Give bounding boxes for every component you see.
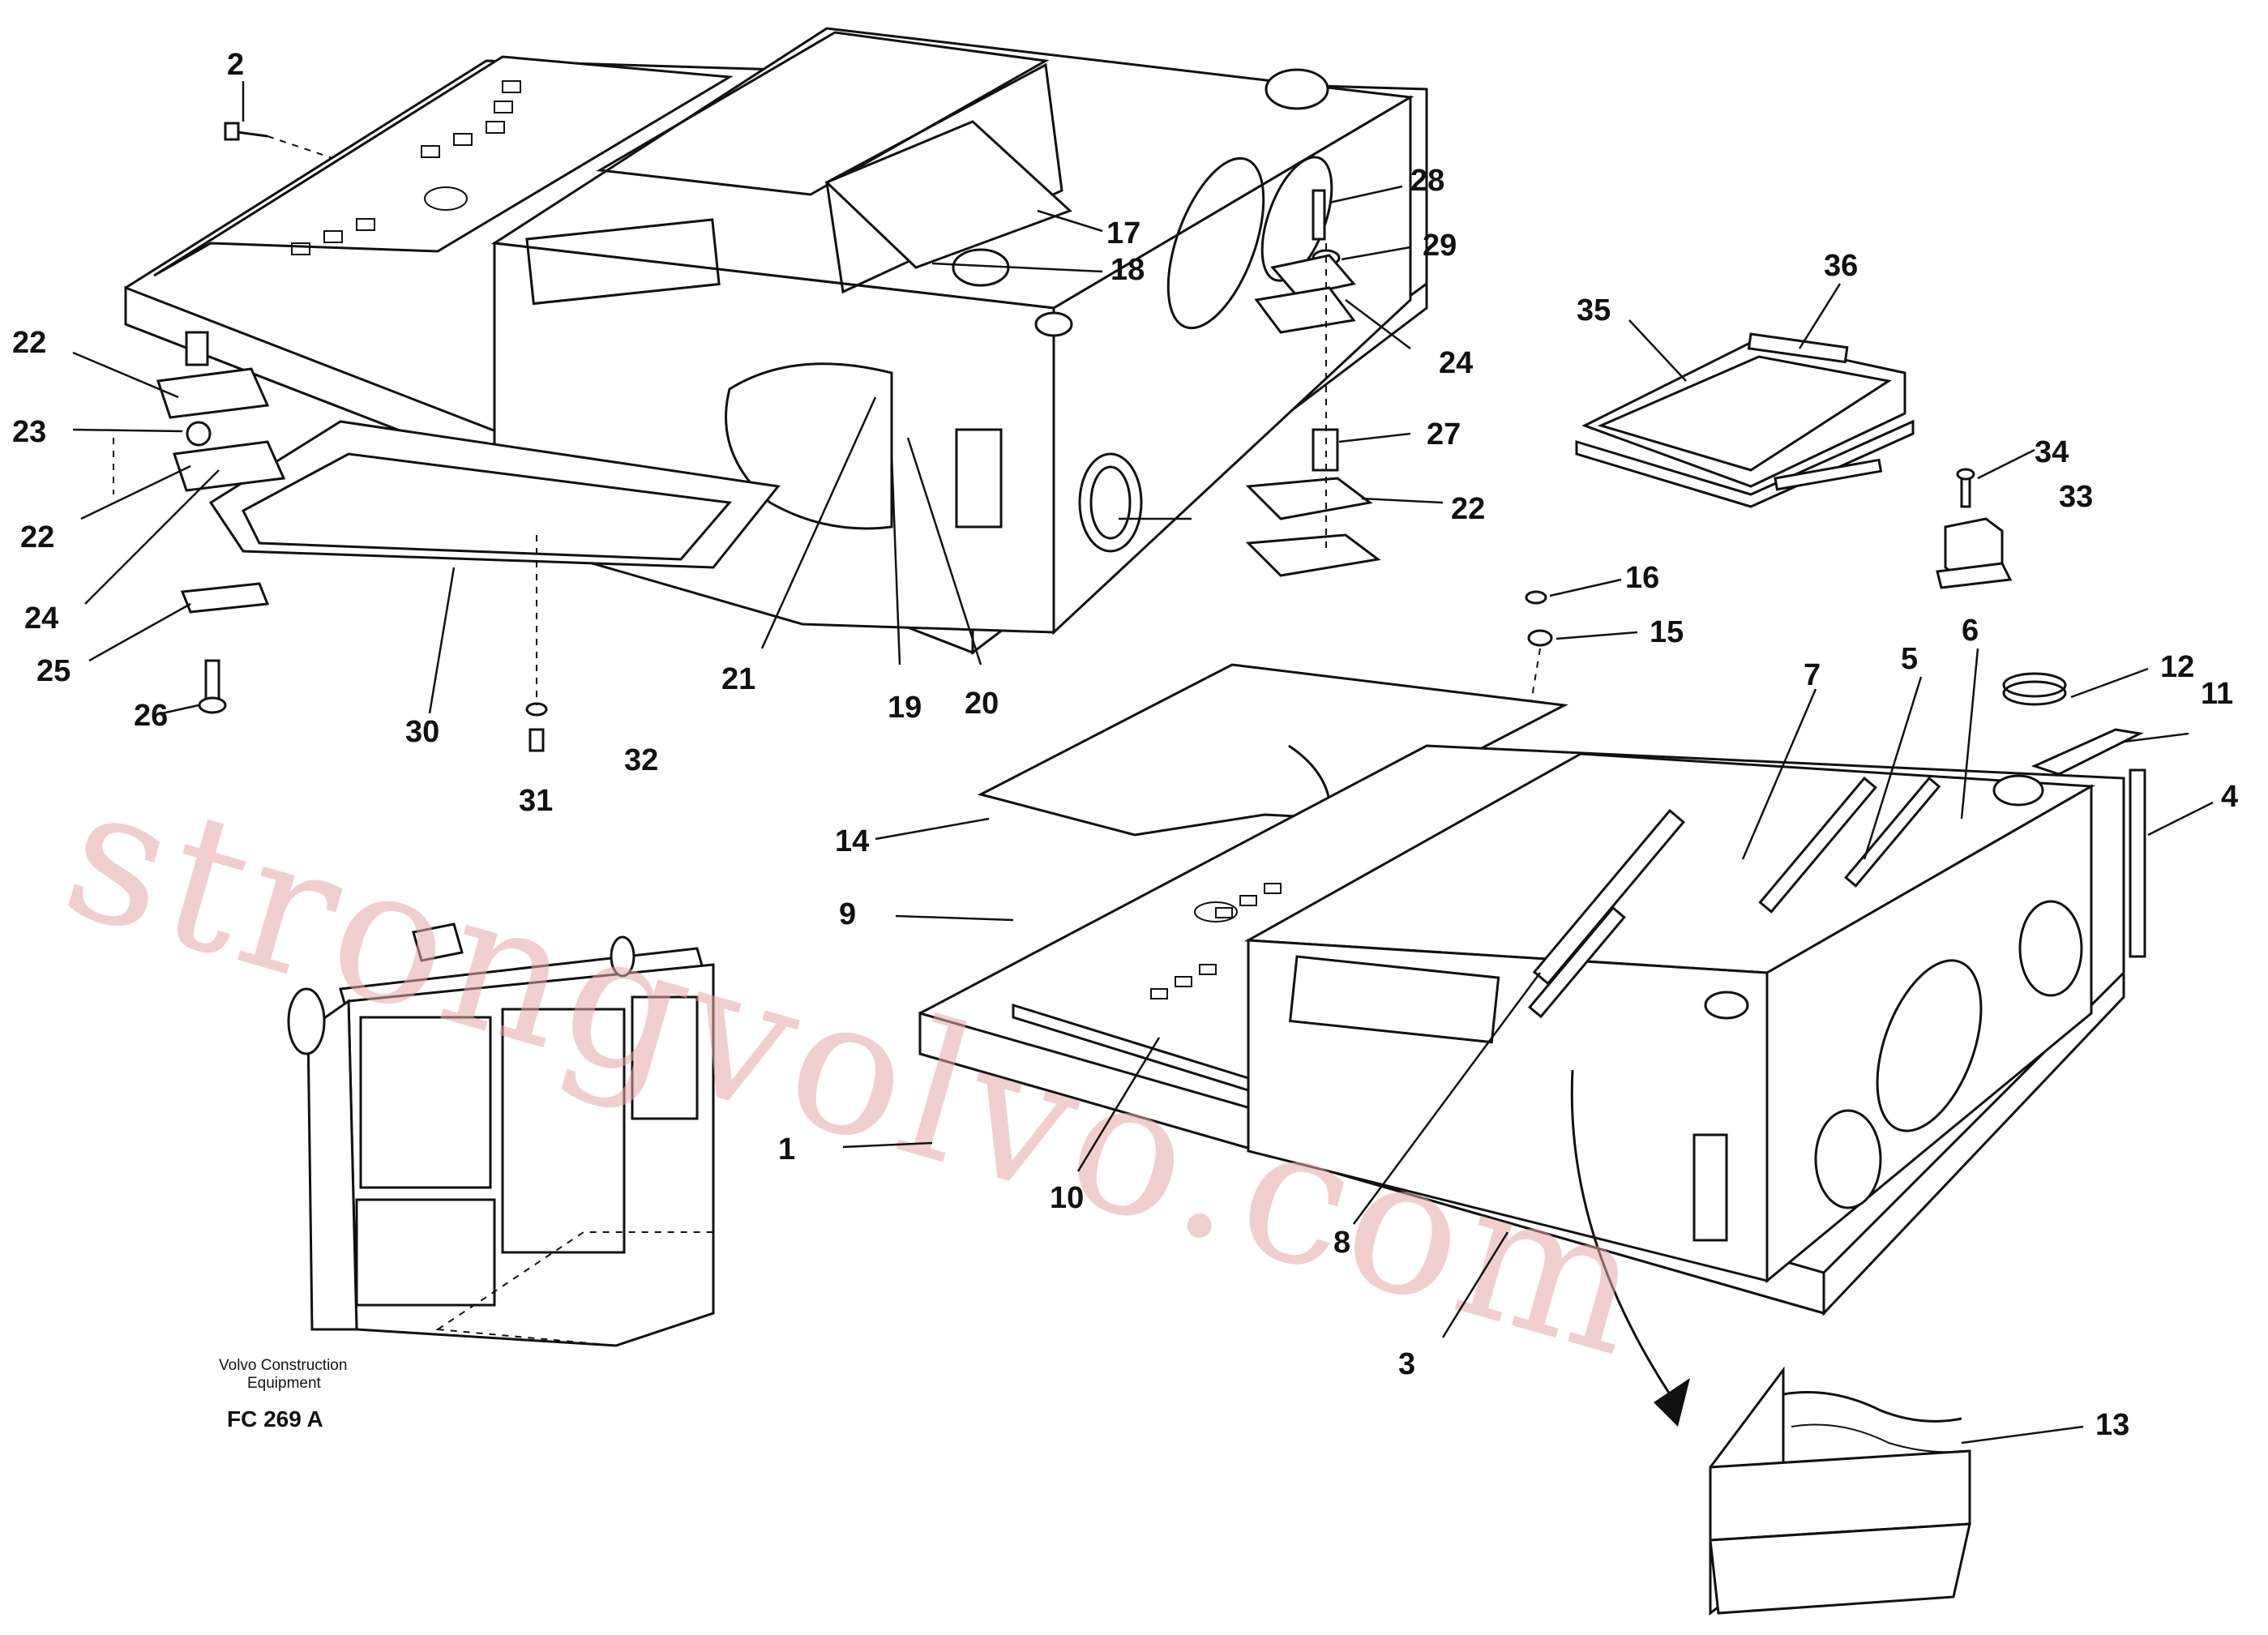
callout-22a: 22 (12, 326, 46, 360)
tray-assembly (1570, 1069, 1971, 1616)
callout-labels: 1 2 3 4 5 6 7 8 9 10 11 12 13 14 15 16 1… (12, 48, 2238, 1442)
lower-frame-assembly (918, 663, 2125, 1316)
callout-10: 10 (1050, 1181, 1084, 1215)
brand-line-1: Volvo Construction (219, 1357, 347, 1374)
callout-1: 1 (778, 1132, 795, 1166)
callout-9: 9 (839, 897, 856, 931)
callout-11: 11 (2201, 677, 2233, 711)
callout-34: 34 (2035, 435, 2069, 469)
callout-28: 28 (1410, 164, 1444, 198)
callout-12: 12 (2160, 650, 2194, 684)
callout-14: 14 (835, 824, 869, 858)
callout-7: 7 (1804, 658, 1821, 692)
callout-22c: 22 (1451, 492, 1485, 526)
upper-frame-assembly (113, 27, 1428, 752)
callout-18: 18 (1110, 253, 1145, 287)
callout-35: 35 (1577, 293, 1611, 327)
callout-4: 4 (2221, 780, 2238, 814)
callout-23: 23 (12, 415, 46, 449)
callout-36: 36 (1824, 249, 1858, 283)
callout-15: 15 (1650, 615, 1684, 649)
figure-caption: Volvo Construction Equipment FC 269 A (219, 1357, 347, 1432)
callout-8: 8 (1333, 1226, 1350, 1260)
callout-19: 19 (888, 691, 922, 725)
leader-lines (72, 81, 2214, 1445)
callout-24a: 24 (24, 601, 58, 636)
callout-3: 3 (1398, 1347, 1415, 1381)
callout-27: 27 (1427, 417, 1461, 452)
seat-plate-assembly (1575, 332, 1915, 508)
callout-26: 26 (134, 699, 168, 733)
callout-6: 6 (1962, 614, 1979, 648)
callout-17: 17 (1106, 216, 1140, 250)
callout-2: 2 (227, 48, 244, 82)
brand-line-2: Equipment (247, 1375, 322, 1392)
callout-24b: 24 (1439, 346, 1473, 380)
callout-16: 16 (1625, 561, 1659, 595)
callout-31: 31 (519, 784, 553, 818)
small-parts (1525, 468, 2146, 958)
callout-22b: 22 (20, 520, 54, 554)
callout-32: 32 (624, 743, 658, 777)
callout-25: 25 (36, 654, 71, 688)
callout-5: 5 (1901, 642, 1918, 676)
callout-33: 33 (2059, 480, 2093, 514)
callout-29: 29 (1423, 229, 1457, 263)
figure-id: FC 269 A (227, 1406, 323, 1432)
callout-13: 13 (2095, 1408, 2129, 1442)
callout-20: 20 (965, 687, 999, 721)
cab-assembly (287, 922, 715, 1347)
callout-30: 30 (405, 715, 439, 749)
callout-21: 21 (721, 662, 755, 696)
